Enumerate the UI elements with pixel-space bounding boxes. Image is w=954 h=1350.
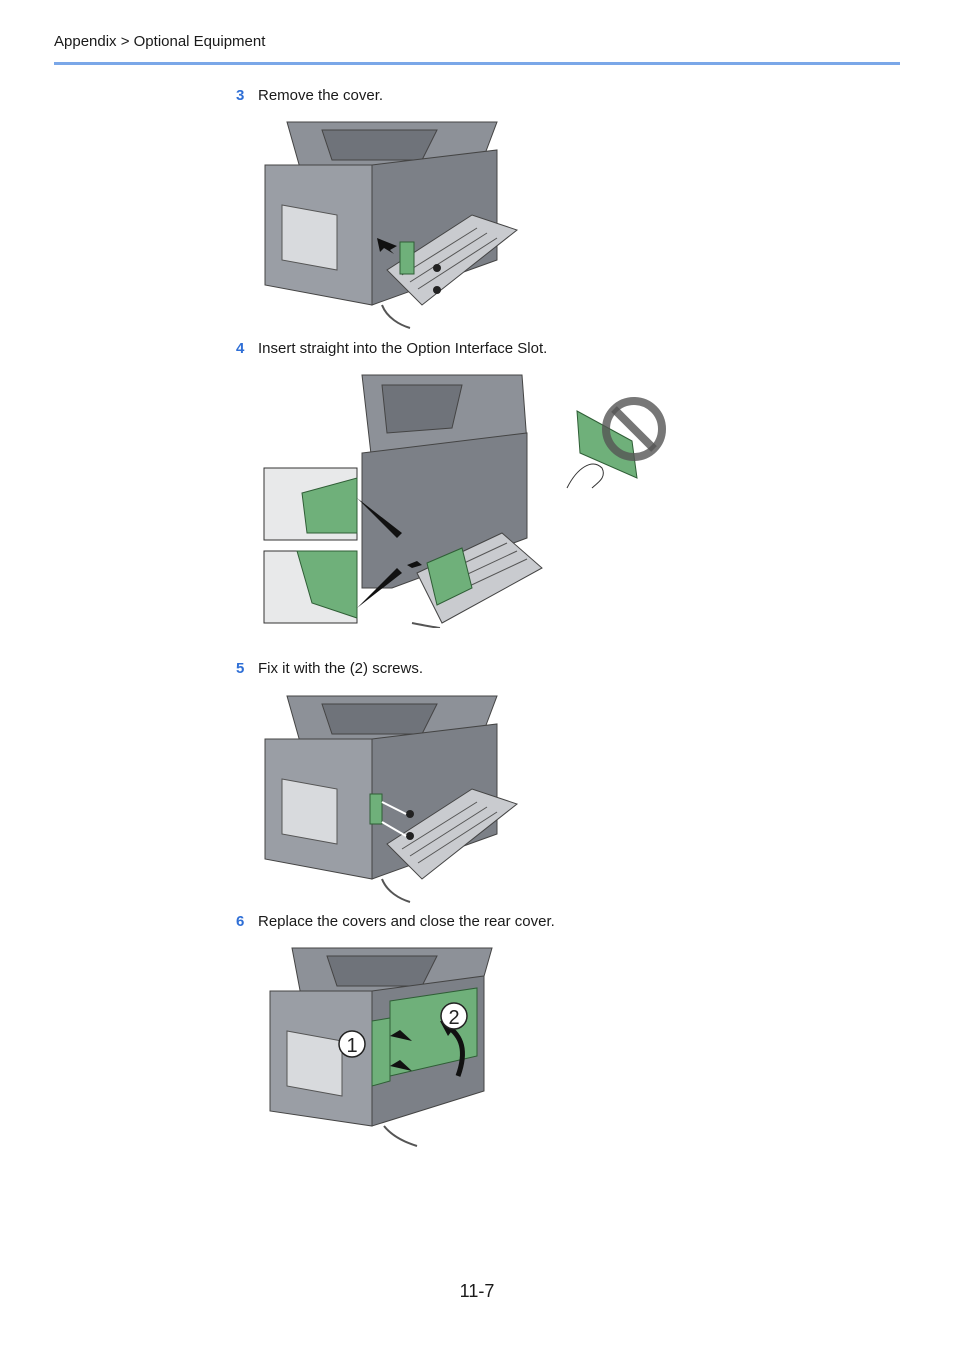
step-text: Insert straight into the Option Interfac… [258, 340, 548, 357]
step-5: 5 Fix it with the (2) screws. [236, 660, 423, 677]
callout-1-label: 1 [346, 1035, 357, 1057]
step-text: Fix it with the (2) screws. [258, 660, 424, 677]
step-number: 6 [236, 913, 245, 930]
breadcrumb: Appendix > Optional Equipment [54, 33, 266, 50]
page-number: 11-7 [459, 1281, 495, 1301]
step-number: 3 [236, 87, 245, 104]
callout-1 [338, 1030, 366, 1058]
step-3: 3 Remove the cover. [236, 87, 383, 104]
step-number: 5 [236, 660, 245, 677]
step-text: Replace the covers and close the rear co… [258, 913, 555, 930]
header-rule [54, 62, 900, 65]
callout-2 [440, 1002, 468, 1030]
step-4: 4 Insert straight into the Option Interf… [236, 340, 547, 357]
step-6: 6 Replace the covers and close the rear … [236, 913, 555, 930]
insert-board-illustration [263, 374, 666, 628]
fix-screws-illustration [264, 695, 519, 903]
step-number: 4 [236, 340, 245, 357]
replace-covers-illustration: 1 2 [269, 947, 493, 1147]
callout-2-label: 2 [448, 1007, 459, 1029]
remove-cover-illustration [264, 121, 519, 329]
step-text: Remove the cover. [258, 87, 384, 104]
